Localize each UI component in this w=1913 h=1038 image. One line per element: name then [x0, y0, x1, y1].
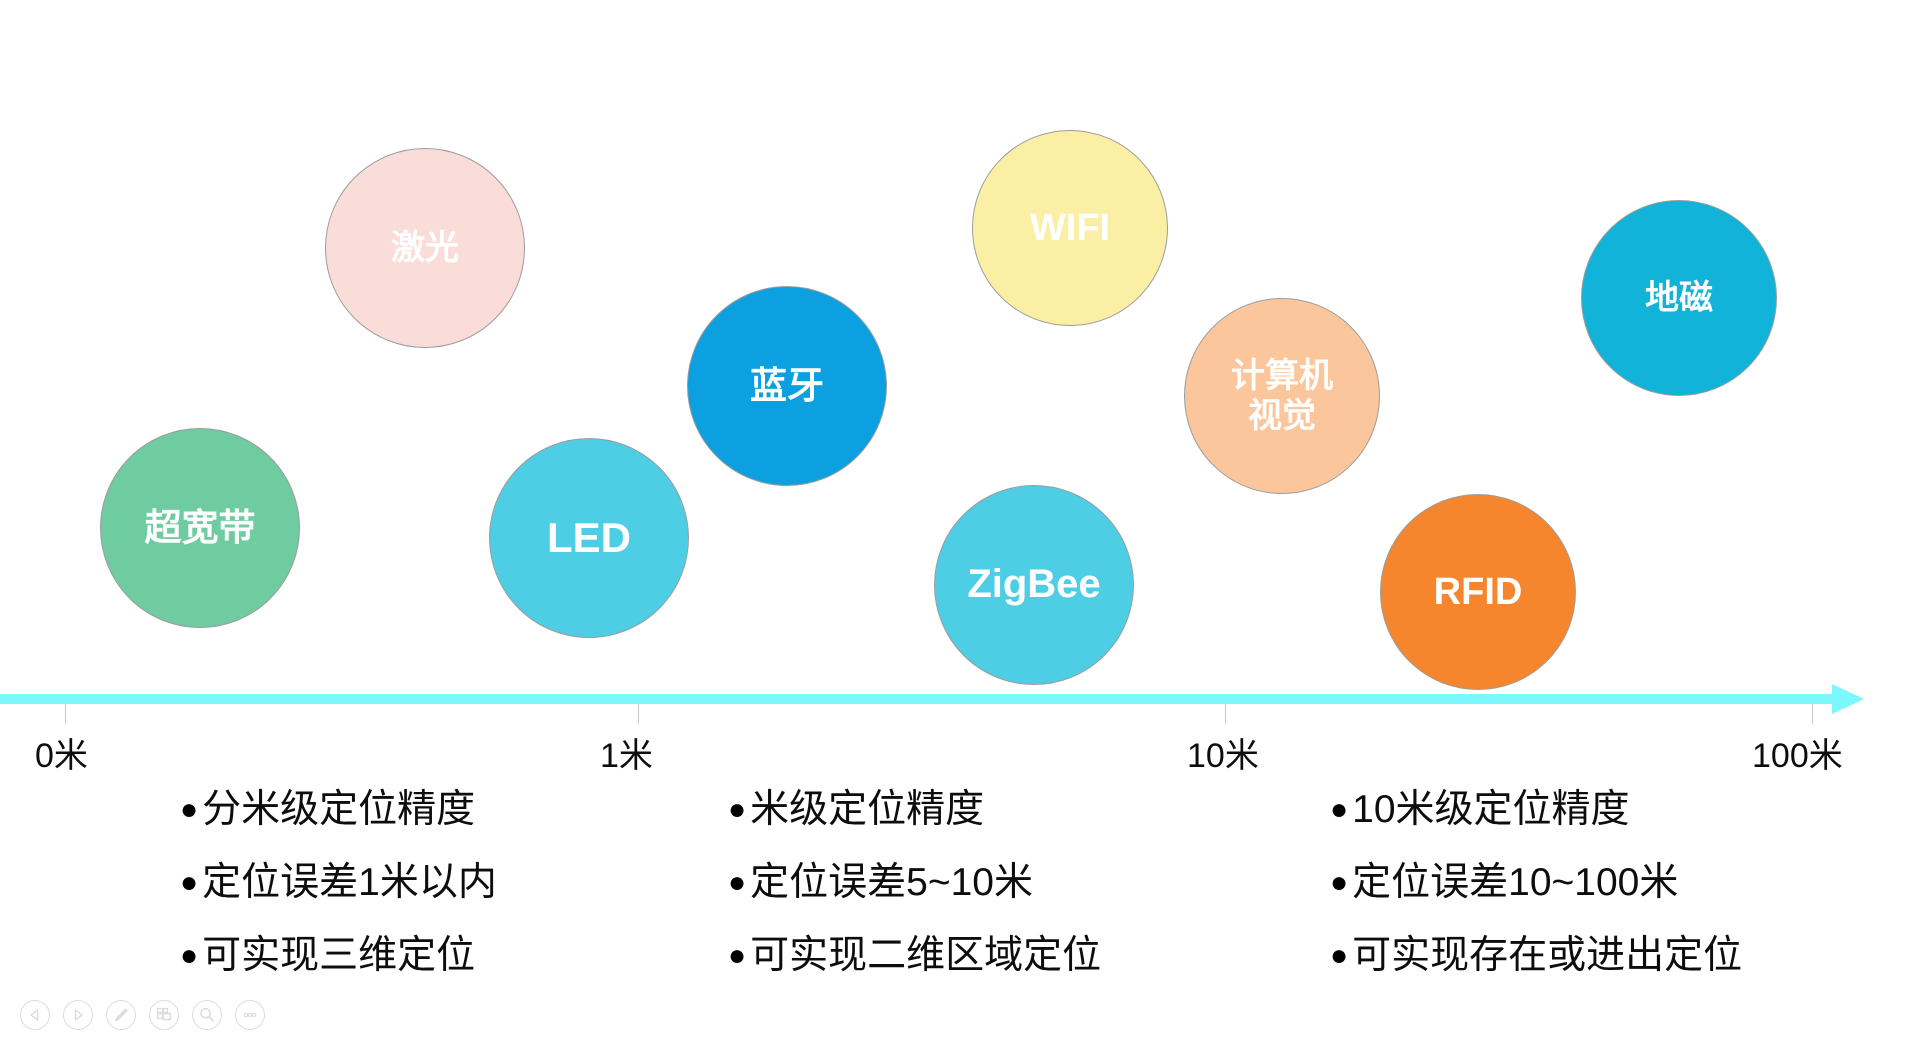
bubble-zigbee[interactable]: ZigBee — [934, 485, 1134, 685]
next-slide-button[interactable] — [63, 1000, 93, 1030]
bullet-item: ●可实现二维区域定位 — [728, 936, 1101, 975]
bullet-item: ●可实现存在或进出定位 — [1330, 936, 1742, 975]
bubble-rfid[interactable]: RFID — [1380, 494, 1576, 690]
bullet-item: ●可实现三维定位 — [180, 936, 497, 975]
bubble-laser[interactable]: 激光 — [325, 148, 525, 348]
axis-tick-label: 1米 — [600, 737, 653, 775]
axis-tick — [1812, 704, 1813, 724]
bullet-text: 10米级定位精度 — [1352, 788, 1630, 831]
bullet-text: 定位误差1米以内 — [202, 861, 497, 904]
bubble-label: 超宽带 — [144, 507, 256, 549]
bullet-text: 定位误差5~10米 — [750, 861, 1033, 904]
bullet-text: 可实现二维区域定位 — [750, 934, 1102, 977]
bubble-label: 激光 — [391, 228, 459, 267]
bullet-item: ●定位误差5~10米 — [728, 863, 1101, 902]
axis-tick-label: 100米 — [1752, 737, 1843, 775]
bubble-geomag[interactable]: 地磁 — [1581, 200, 1777, 396]
bullet-column-meter-level: ●米级定位精度●定位误差5~10米●可实现二维区域定位 — [728, 790, 1101, 1009]
bullet-text: 定位误差10~100米 — [1352, 861, 1679, 904]
triangle-left-icon — [27, 1007, 43, 1023]
bubble-led[interactable]: LED — [489, 438, 689, 638]
axis-tick — [65, 704, 66, 724]
bullet-dot-icon: ● — [728, 939, 747, 972]
bubble-label: 计算机 视觉 — [1231, 356, 1333, 435]
bubble-label: RFID — [1433, 570, 1523, 613]
bullet-text: 分米级定位精度 — [202, 788, 476, 831]
bullet-item: ●定位误差1米以内 — [180, 863, 497, 902]
ellipsis-icon — [240, 1005, 260, 1025]
pen-tool-button[interactable] — [106, 1000, 136, 1030]
bubble-wifi[interactable]: WIFI — [972, 130, 1168, 326]
bullet-item: ●10米级定位精度 — [1330, 790, 1742, 829]
axis-tick-label: 10米 — [1187, 737, 1259, 775]
bubble-label: LED — [547, 514, 631, 562]
bubble-cv[interactable]: 计算机 视觉 — [1184, 298, 1380, 494]
bullet-dot-icon: ● — [180, 866, 199, 899]
bullet-text: 可实现存在或进出定位 — [1352, 934, 1743, 977]
axis-tick — [638, 704, 639, 724]
bubble-bluetooth[interactable]: 蓝牙 — [687, 286, 887, 486]
bullet-dot-icon: ● — [728, 793, 747, 826]
presentation-toolbar[interactable] — [20, 1000, 265, 1030]
bubble-label: 蓝牙 — [750, 365, 824, 407]
bullet-dot-icon: ● — [728, 866, 747, 899]
zoom-button[interactable] — [192, 1000, 222, 1030]
bullet-item: ●米级定位精度 — [728, 790, 1101, 829]
more-options-button[interactable] — [235, 1000, 265, 1030]
bullet-item: ●分米级定位精度 — [180, 790, 497, 829]
axis-line — [0, 694, 1836, 704]
axis-tick-label: 0米 — [35, 737, 88, 775]
triangle-right-icon — [70, 1007, 86, 1023]
bullet-column-decimeter-level: ●分米级定位精度●定位误差1米以内●可实现三维定位 — [180, 790, 497, 1009]
bubble-label: 地磁 — [1645, 278, 1713, 317]
bubble-label: WIFI — [1029, 206, 1111, 249]
bullet-text: 米级定位精度 — [750, 788, 985, 831]
previous-slide-button[interactable] — [20, 1000, 50, 1030]
bullet-dot-icon: ● — [1330, 793, 1349, 826]
bubble-label: ZigBee — [967, 562, 1101, 607]
magnifier-icon — [197, 1005, 217, 1025]
bullet-text: 可实现三维定位 — [202, 934, 476, 977]
bullet-dot-icon: ● — [1330, 939, 1349, 972]
pen-icon — [111, 1005, 131, 1025]
bubble-uwb[interactable]: 超宽带 — [100, 428, 300, 628]
bullet-dot-icon: ● — [180, 939, 199, 972]
bullet-dot-icon: ● — [180, 793, 199, 826]
axis-arrow-head — [1832, 684, 1864, 714]
bullet-dot-icon: ● — [1330, 866, 1349, 899]
slides-icon — [154, 1005, 174, 1025]
slide-view-button[interactable] — [149, 1000, 179, 1030]
bullet-column-ten-meter-level: ●10米级定位精度●定位误差10~100米●可实现存在或进出定位 — [1330, 790, 1742, 1009]
bullet-item: ●定位误差10~100米 — [1330, 863, 1742, 902]
axis-tick — [1225, 704, 1226, 724]
